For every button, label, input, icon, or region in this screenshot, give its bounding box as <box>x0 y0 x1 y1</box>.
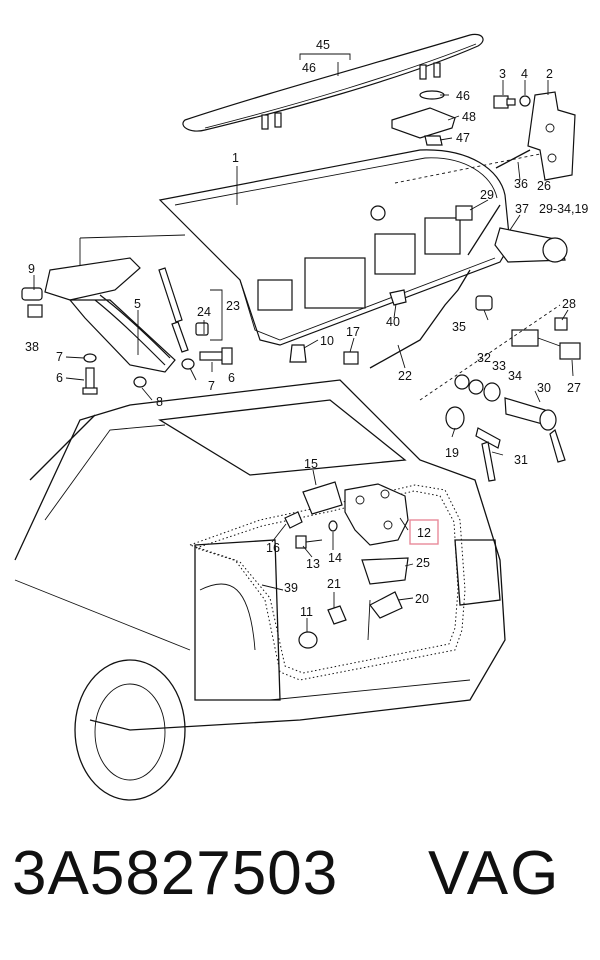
trunk-hinge-left <box>21 257 209 373</box>
operating-rod-22 <box>369 269 471 369</box>
ring-32 <box>454 374 470 390</box>
lever-arm <box>467 204 501 256</box>
screw-3 <box>493 95 516 109</box>
clip-40 <box>389 289 407 306</box>
bolt-21 <box>327 605 347 625</box>
callout-20: 20 <box>415 592 429 606</box>
ring-33 <box>468 379 484 395</box>
lock-cylinder-37 <box>494 227 568 263</box>
callout-23: 23 <box>226 299 240 313</box>
callout-32: 32 <box>477 351 491 365</box>
buffer-17 <box>343 351 359 365</box>
rear-spoiler <box>182 33 484 132</box>
callout-27: 27 <box>567 381 581 395</box>
callout-28: 28 <box>562 297 576 311</box>
callout-31: 31 <box>514 453 528 467</box>
callout-46-seal: 46 <box>456 89 470 103</box>
screw-6-left <box>82 367 98 395</box>
lock-latch-12 <box>344 483 409 546</box>
callout-6-right: 6 <box>228 371 235 385</box>
ring-19 <box>445 406 465 430</box>
washer-8 <box>133 376 147 388</box>
callout-6-left: 6 <box>56 371 63 385</box>
callout-14: 14 <box>328 551 342 565</box>
cylinder-30 <box>504 397 566 463</box>
bracket-48 <box>391 107 456 139</box>
highlight-box-12 <box>409 519 439 545</box>
car-body <box>14 379 506 801</box>
callout-22: 22 <box>398 369 412 383</box>
callout-30: 30 <box>537 381 551 395</box>
callout-2: 2 <box>546 67 553 81</box>
callout-39: 39 <box>284 581 298 595</box>
callout-47: 47 <box>456 131 470 145</box>
buffer-10 <box>289 344 307 363</box>
callout-35: 35 <box>452 320 466 334</box>
screw-35 <box>475 295 493 311</box>
nut-47 <box>424 135 443 146</box>
rod-36 <box>495 149 531 169</box>
nut-29 <box>455 205 473 221</box>
part-number-label: 3A5827503 <box>12 839 339 908</box>
washer-4 <box>519 95 531 107</box>
callout-36: 36 <box>514 177 528 191</box>
trunk-lid-exploded-diagram: 1 2 3 4 5 6 6 7 7 8 9 10 11 12 13 14 15 … <box>14 33 588 801</box>
callout-38: 38 <box>25 340 39 354</box>
callout-11: 11 <box>300 605 313 619</box>
callout-12: 12 <box>417 526 431 540</box>
callout-34: 34 <box>508 369 522 383</box>
callout-8: 8 <box>156 395 163 409</box>
callout-7-right: 7 <box>208 379 215 393</box>
callout-21: 21 <box>327 577 341 591</box>
plug-11 <box>298 631 318 649</box>
callout-3: 3 <box>499 67 506 81</box>
callout-13: 13 <box>306 557 320 571</box>
callout-40: 40 <box>386 315 400 329</box>
callout-16: 16 <box>266 541 280 555</box>
washer-7-right <box>181 358 195 370</box>
callout-24: 24 <box>197 305 211 319</box>
callout-17: 17 <box>346 325 360 339</box>
callout-45: 45 <box>316 38 330 52</box>
screw-6-right <box>199 347 233 365</box>
callout-15: 15 <box>304 457 318 471</box>
callout-25: 25 <box>416 556 430 570</box>
trunk-seal-39 <box>188 484 466 681</box>
callout-29: 29 <box>480 188 494 202</box>
screw-13 <box>295 535 323 549</box>
callout-29-34-19: 29-34,19 <box>539 202 588 216</box>
striker-plate-25 <box>361 557 409 585</box>
callout-48: 48 <box>462 110 476 124</box>
callout-33: 33 <box>492 359 506 373</box>
callout-7-left: 7 <box>56 350 63 364</box>
callout-5: 5 <box>134 297 141 311</box>
callout-19: 19 <box>445 446 459 460</box>
spring-34 <box>483 382 501 402</box>
callout-4: 4 <box>521 67 528 81</box>
cap-28 <box>554 317 568 331</box>
bowden-15 <box>302 481 343 515</box>
striker-20 <box>369 591 403 619</box>
connector-27 <box>511 329 581 360</box>
bolt-16 <box>284 511 303 529</box>
callout-1: 1 <box>232 151 239 165</box>
callout-37: 37 <box>515 202 529 216</box>
brand-label: VAG <box>428 839 561 908</box>
washer-14 <box>328 520 338 532</box>
callout-9: 9 <box>28 262 35 276</box>
callout-26: 26 <box>537 179 551 193</box>
key-31 <box>475 427 501 482</box>
trunk-lid <box>158 149 511 346</box>
washer-7-left <box>83 353 97 363</box>
callout-46-spoiler: 46 <box>302 61 316 75</box>
callout-10: 10 <box>320 334 334 348</box>
lock-bracket-2 <box>527 91 576 181</box>
